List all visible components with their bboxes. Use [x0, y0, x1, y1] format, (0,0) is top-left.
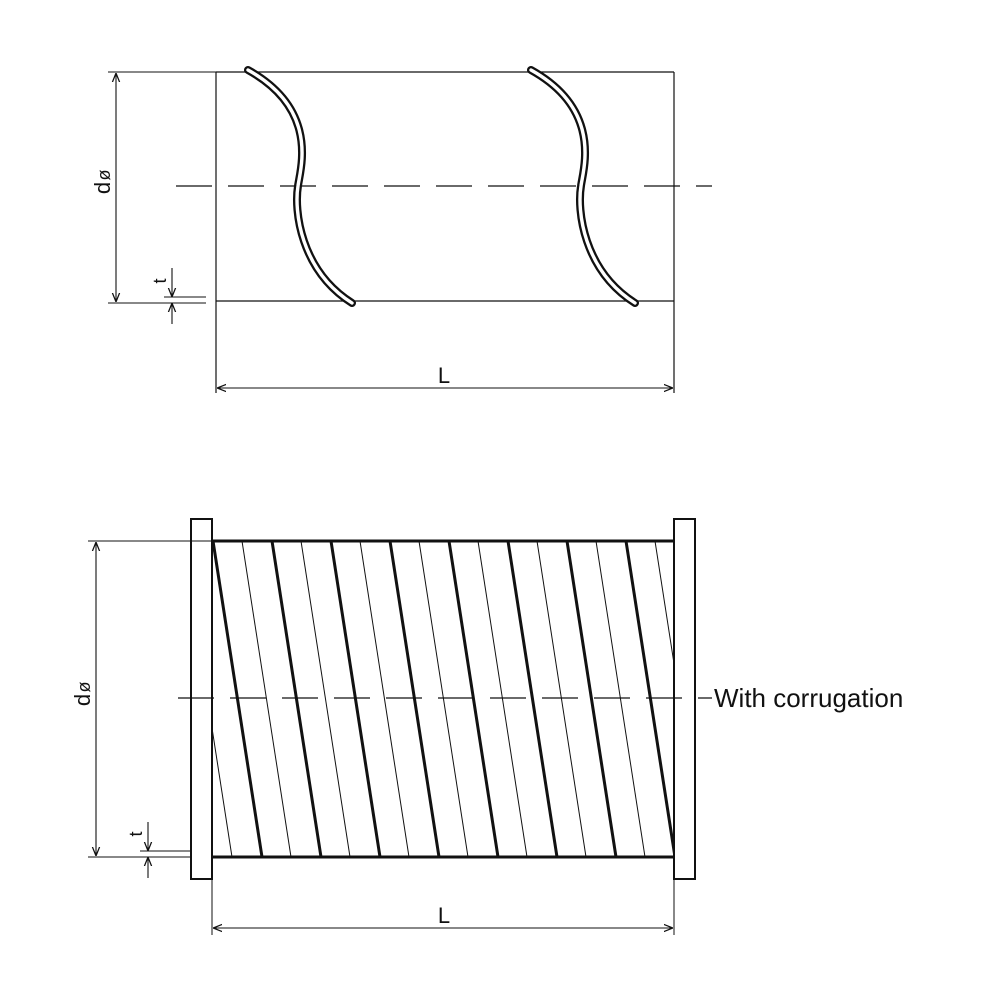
top-length-label: L	[438, 363, 450, 388]
top-spiral-seam-2	[527, 66, 639, 307]
corrugation-lines	[212, 541, 674, 857]
bottom-diameter-symbol: ø	[74, 682, 94, 693]
top-thickness-dimension	[164, 268, 206, 324]
bottom-length-dimension	[211, 879, 675, 935]
right-flange	[673, 518, 696, 880]
top-view	[108, 66, 712, 393]
bottom-thickness-label: t	[126, 831, 146, 836]
top-diameter-symbol: ø	[94, 170, 114, 181]
top-thickness-label: t	[150, 278, 170, 283]
top-diameter-dimension	[108, 71, 216, 304]
left-flange	[190, 518, 213, 880]
bottom-view	[88, 518, 712, 935]
top-spiral-seam-1	[244, 66, 356, 307]
bottom-length-label: L	[438, 903, 450, 928]
corrugation-note: With corrugation	[714, 683, 903, 713]
bottom-diameter-label: d	[70, 694, 95, 706]
bottom-thickness-dimension	[140, 822, 191, 878]
top-diameter-label: d	[90, 182, 115, 194]
